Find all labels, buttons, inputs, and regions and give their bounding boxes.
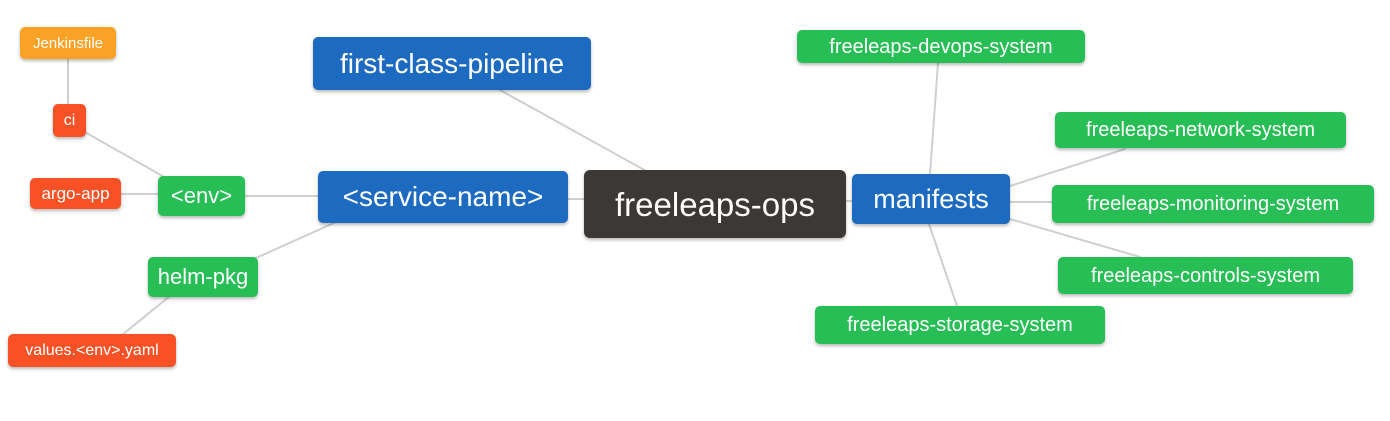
edge-manifests-storage (928, 223, 958, 307)
node-freeleaps-devops-system[interactable]: freeleaps-devops-system (797, 30, 1085, 63)
edge-manifests-network (1009, 148, 1126, 187)
edge-manifests-controls (1009, 218, 1141, 258)
node-freeleaps-controls-system[interactable]: freeleaps-controls-system (1058, 257, 1353, 294)
node-freeleaps-network-system[interactable]: freeleaps-network-system (1055, 112, 1346, 148)
node-manifests[interactable]: manifests (852, 174, 1010, 224)
node-ci[interactable]: ci (53, 104, 86, 137)
edge-manifests-devops (929, 62, 939, 175)
node-freeleaps-monitoring-system[interactable]: freeleaps-monitoring-system (1052, 185, 1374, 223)
node-freeleaps-storage-system[interactable]: freeleaps-storage-system (815, 306, 1105, 344)
edge-helm-pkg-values (121, 295, 171, 336)
node-values-env-yaml[interactable]: values.<env>.yaml (8, 334, 176, 367)
edge-ci-env (82, 130, 167, 179)
edge-pipeline-root (499, 89, 649, 173)
edge-service-name-helm-pkg (255, 221, 337, 259)
node-argo-app[interactable]: argo-app (30, 178, 121, 209)
node-first-class-pipeline[interactable]: first-class-pipeline (313, 37, 591, 90)
node-service-name[interactable]: <service-name> (318, 171, 568, 223)
node-jenkinsfile[interactable]: Jenkinsfile (20, 27, 116, 59)
node-freeleaps-ops-root[interactable]: freeleaps-ops (584, 170, 846, 238)
node-helm-pkg[interactable]: helm-pkg (148, 257, 258, 297)
node-env[interactable]: <env> (158, 176, 245, 216)
